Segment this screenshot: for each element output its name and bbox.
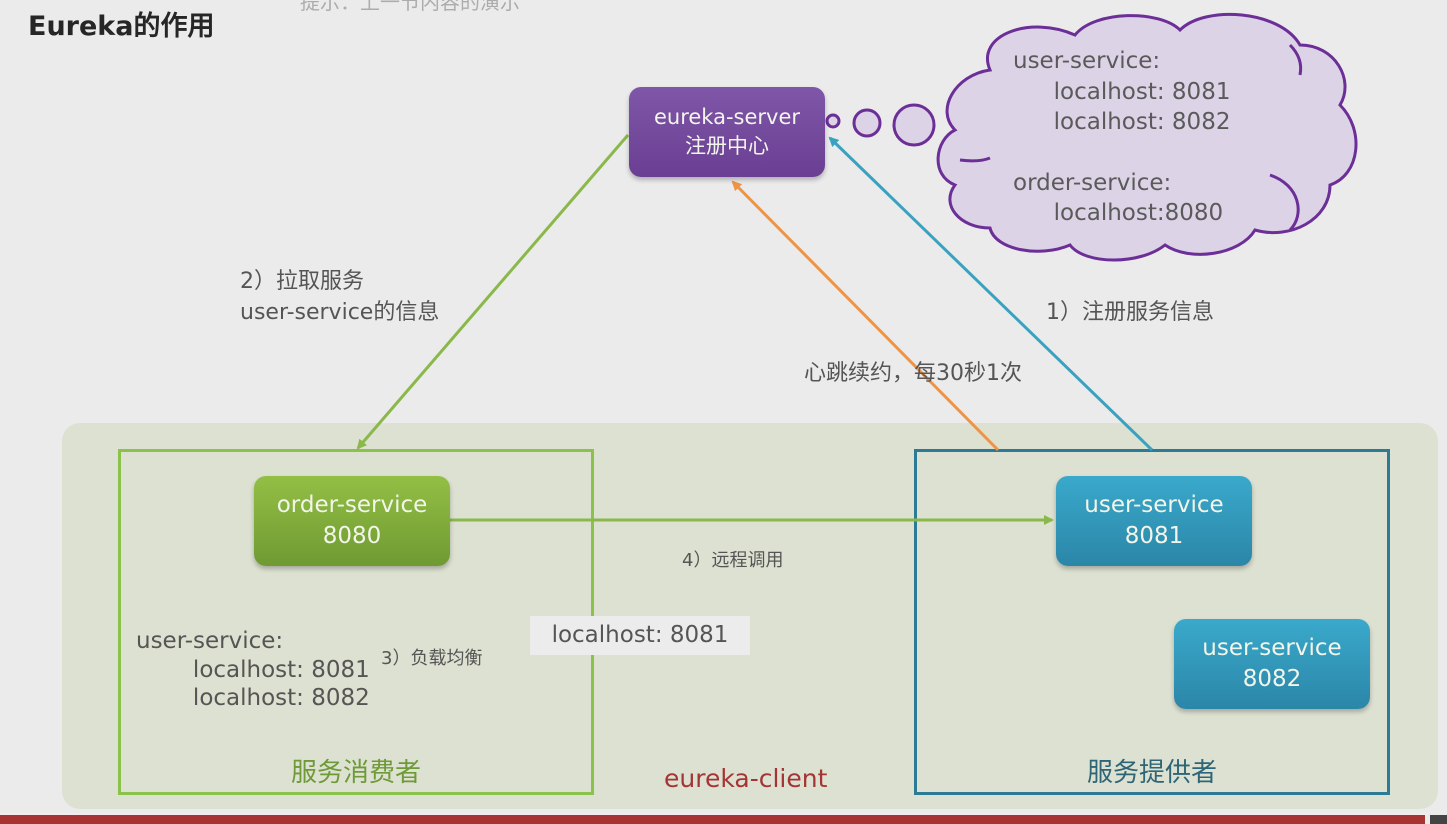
pull-service-arrow — [356, 134, 630, 450]
order-service-port: 8080 — [322, 523, 382, 549]
cloud-line — [1013, 138, 1230, 168]
user-service-node-8082[interactable]: user-service 8082 — [1174, 619, 1370, 709]
service-provider-group — [914, 449, 1390, 795]
user-service-name: user-service — [1084, 492, 1224, 518]
remote-call-label: 4）远程调用 — [682, 550, 784, 571]
cache-line: user-service: — [136, 628, 284, 654]
thought-bubble-medium — [852, 108, 882, 138]
heartbeat-arrow — [731, 180, 1000, 452]
cache-line: localhost: 8082 — [171, 685, 370, 711]
page-title: Eureka的作用 — [28, 11, 215, 42]
corner-block — [1430, 815, 1447, 824]
order-service-node[interactable]: order-service 8080 — [254, 476, 450, 566]
selected-instance-badge: localhost: 8081 — [530, 616, 750, 655]
bottom-bar-highlight — [0, 813, 1425, 815]
pull-service-label: 2）拉取服务 user-service的信息 — [240, 266, 439, 328]
user-service-node-8081[interactable]: user-service 8081 — [1056, 476, 1252, 566]
consumer-registry-cache: user-service: localhost: 8081 localhost:… — [136, 627, 370, 713]
cloud-line: localhost: 8081 — [1039, 78, 1231, 105]
user-service-port: 8082 — [1242, 666, 1302, 692]
user-service-port: 8081 — [1124, 523, 1184, 549]
eureka-server-node[interactable]: eureka-server 注册中心 — [629, 87, 825, 177]
slide-bottom-bar — [0, 815, 1425, 824]
cache-line: localhost: 8081 — [171, 656, 370, 683]
cloud-line: user-service: — [1013, 48, 1161, 74]
cloud-inner-stroke — [1288, 43, 1303, 76]
faded-header-text: 提示：上一节内容的演示 — [300, 0, 520, 14]
consumer-group-title: 服务消费者 — [290, 758, 421, 788]
registry-cloud-text: user-service: localhost: 8081 localhost:… — [1013, 46, 1230, 229]
provider-group-title: 服务提供者 — [1086, 758, 1217, 788]
register-arrow — [828, 136, 1154, 452]
cloud-line: localhost:8080 — [1039, 200, 1224, 226]
pull-service-label-line2: user-service的信息 — [240, 300, 440, 325]
cloud-inner-stroke — [1269, 173, 1300, 232]
cloud-line: order-service: — [1013, 169, 1172, 196]
register-label: 1）注册服务信息 — [1046, 300, 1214, 325]
heartbeat-label: 心跳续约，每30秒1次 — [804, 361, 1022, 386]
user-service-name: user-service — [1202, 635, 1342, 661]
pull-service-label-line1: 2）拉取服务 — [240, 269, 364, 294]
cloud-inner-stroke — [959, 156, 991, 163]
thought-bubble-large — [892, 103, 936, 147]
load-balance-label: 3）负载均衡 — [381, 648, 483, 669]
registry-cloud-shape — [936, 12, 1358, 262]
eureka-client-title: eureka-client — [664, 764, 828, 793]
thought-bubble-small — [825, 113, 841, 129]
order-service-name: order-service — [276, 492, 428, 518]
cloud-line: localhost: 8082 — [1039, 109, 1231, 135]
server-name: eureka-server — [653, 105, 801, 129]
server-role: 注册中心 — [685, 134, 769, 158]
